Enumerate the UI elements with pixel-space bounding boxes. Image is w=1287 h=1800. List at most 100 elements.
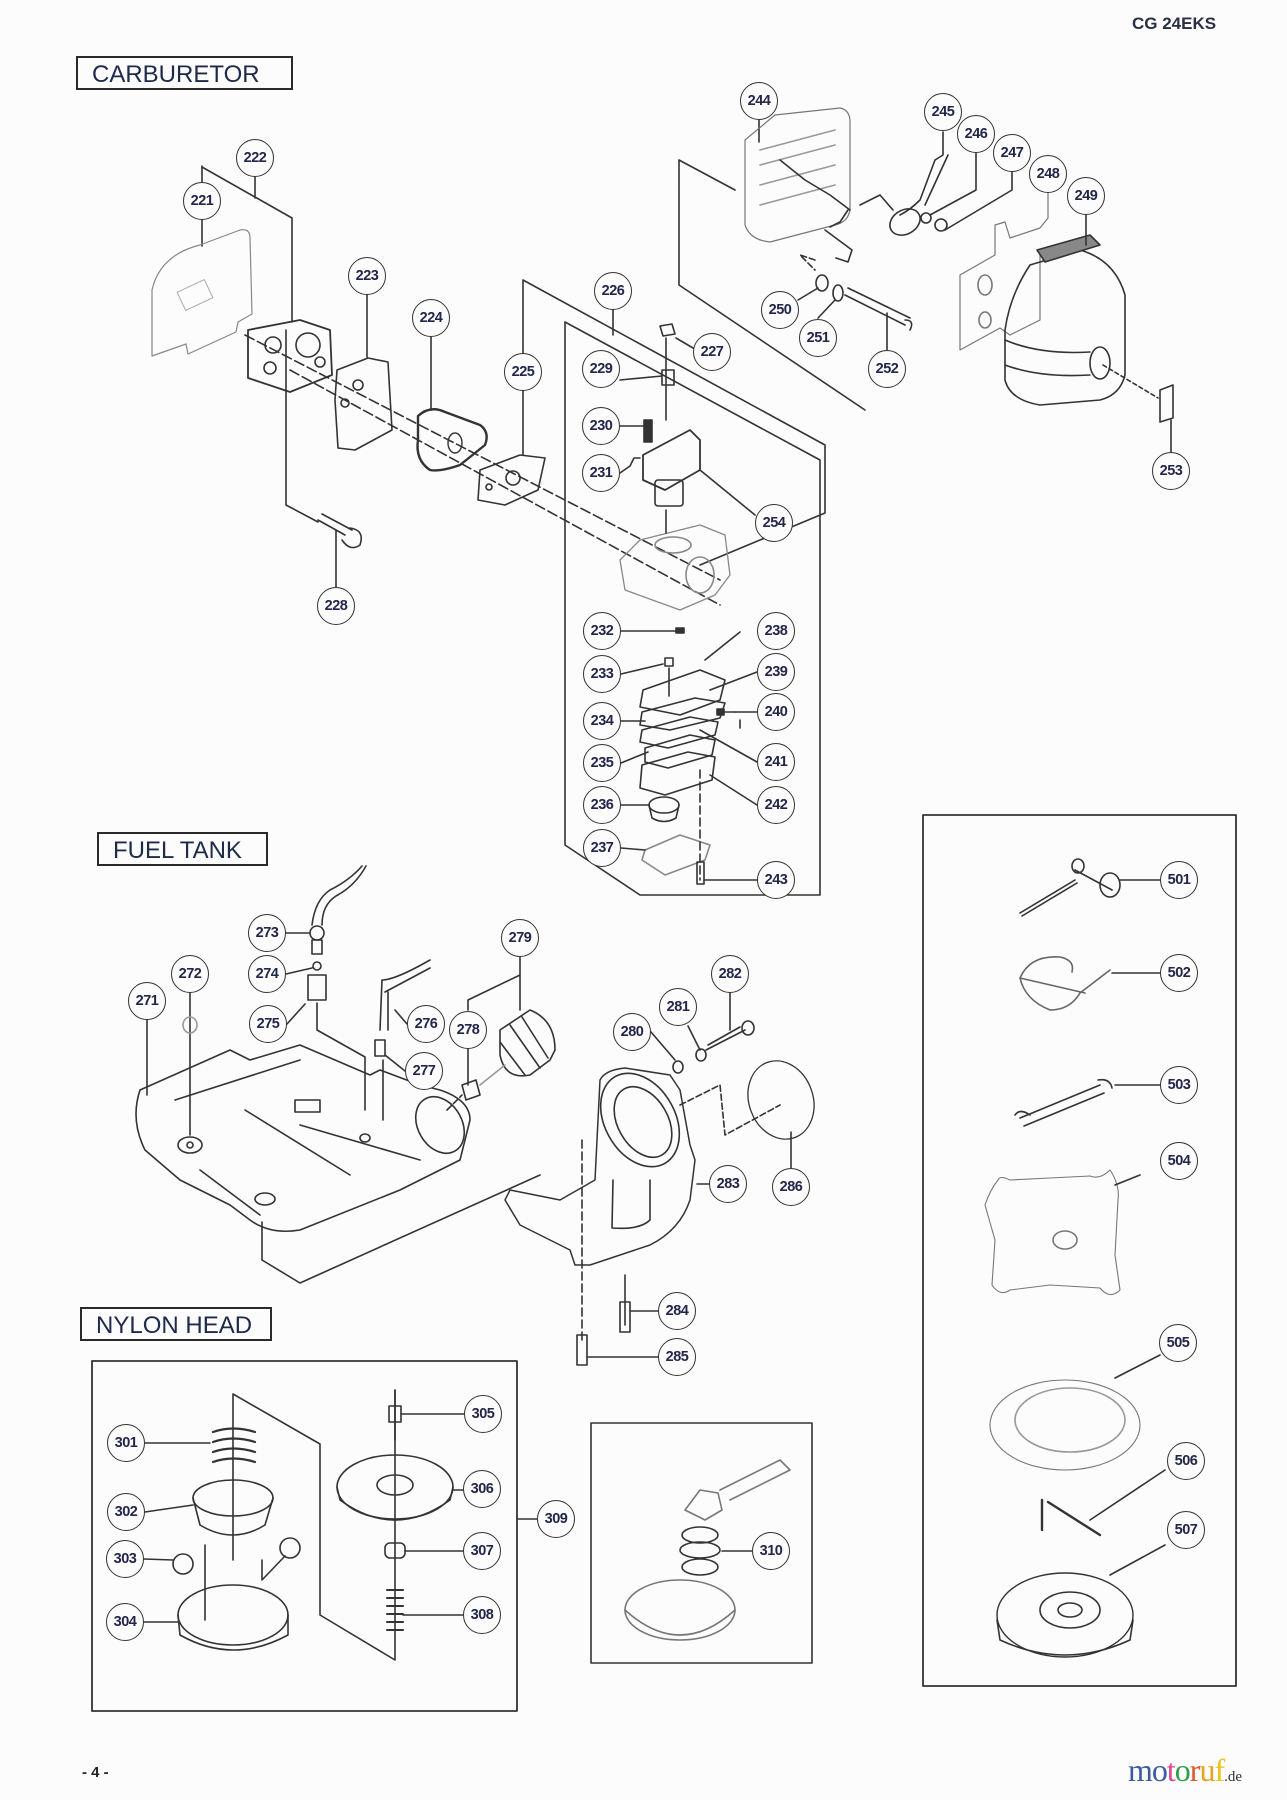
callout-233: 233 (583, 655, 621, 693)
bracket-222 (201, 166, 293, 323)
callout-235: 235 (583, 744, 621, 782)
callout-304: 304 (106, 1603, 144, 1641)
callout-228: 228 (317, 587, 355, 625)
callout-247: 247 (993, 134, 1031, 172)
watermark-letter: o (1174, 1752, 1191, 1788)
callout-224: 224 (412, 299, 450, 337)
plate-221 (151, 229, 253, 357)
section-title-carburetor: CARBURETOR (76, 56, 293, 90)
cap-227 (659, 323, 676, 337)
bolt-228 (317, 513, 363, 549)
hex-key-506 (1040, 1498, 1102, 1537)
callout-236: 236 (583, 786, 621, 824)
watermark-suffix: .de (1224, 1769, 1243, 1785)
return-hose-276 (379, 959, 431, 1031)
callout-507: 507 (1167, 1511, 1205, 1549)
gasket-225 (477, 454, 546, 506)
callout-239: 239 (757, 653, 795, 691)
callout-504: 504 (1160, 1142, 1198, 1180)
clip-253 (1159, 384, 1174, 423)
blade-holder-box (590, 1422, 813, 1664)
callout-227: 227 (693, 333, 731, 371)
section-title-fuel-tank: FUEL TANK (97, 832, 268, 866)
bolt-252 (844, 287, 911, 326)
callout-222: 222 (236, 139, 274, 177)
callout-281: 281 (659, 988, 697, 1026)
accessories-box (922, 814, 1237, 1687)
cap-236 (648, 796, 680, 814)
callout-286: 286 (772, 1168, 810, 1206)
watermark-letter: t (1166, 1752, 1176, 1788)
fuel-hose-273 (311, 865, 367, 926)
callout-250: 250 (761, 291, 799, 329)
air-filter-244 (744, 107, 851, 243)
callout-225: 225 (504, 353, 542, 391)
callout-309: 309 (537, 1500, 575, 1538)
plug-wrench-501 (1019, 869, 1113, 917)
callout-280: 280 (613, 1013, 651, 1051)
guard-505 (989, 1379, 1141, 1471)
callout-275: 275 (249, 1005, 287, 1043)
carburetor-body (619, 524, 731, 611)
callout-274: 274 (248, 955, 286, 993)
callout-285: 285 (658, 1338, 696, 1376)
callout-307: 307 (463, 1532, 501, 1570)
washer-280 (672, 1060, 684, 1074)
callout-278: 278 (449, 1011, 487, 1049)
callout-282: 282 (711, 955, 749, 993)
callout-232: 232 (583, 612, 621, 650)
lever-245 (899, 131, 949, 216)
callout-306: 306 (463, 1470, 501, 1508)
callout-501: 501 (1160, 861, 1198, 899)
callout-503: 503 (1160, 1066, 1198, 1104)
bracket-nylon (232, 1389, 396, 1661)
callout-246: 246 (957, 115, 995, 153)
callout-506: 506 (1167, 1442, 1205, 1480)
watermark-logo: motoruf.de (1128, 1752, 1242, 1789)
callout-245: 245 (924, 93, 962, 131)
bracket-225 (522, 279, 826, 566)
bolt-282 (705, 1026, 746, 1051)
watermark-letter: u (1199, 1752, 1215, 1788)
blade-holder-310 (684, 1459, 791, 1521)
watermark-letter: r (1189, 1752, 1201, 1788)
washer-250 (815, 274, 829, 292)
callout-253: 253 (1152, 452, 1190, 490)
callout-244: 244 (740, 82, 778, 120)
callout-301: 301 (107, 1424, 145, 1462)
callout-231: 231 (582, 454, 620, 492)
filter-278 (461, 1079, 481, 1101)
pulley-507 (996, 1572, 1134, 1658)
callout-252: 252 (868, 350, 906, 388)
callout-283: 283 (709, 1165, 747, 1203)
gasket-223 (334, 357, 393, 451)
tank-neck (414, 1095, 466, 1155)
callout-221: 221 (183, 182, 221, 220)
spring-301 (211, 1427, 257, 1464)
callout-279: 279 (501, 919, 539, 957)
callout-284: 284 (658, 1292, 696, 1330)
callout-234: 234 (583, 702, 621, 740)
callout-251: 251 (799, 319, 837, 357)
callout-271: 271 (128, 982, 166, 1020)
callout-242: 242 (757, 786, 795, 824)
watermark-letter: o (1151, 1752, 1168, 1788)
callout-240: 240 (757, 693, 795, 731)
callout-505: 505 (1159, 1324, 1197, 1362)
callout-302: 302 (107, 1493, 145, 1531)
guard-283 (504, 1067, 696, 1266)
cap-279 (499, 1009, 556, 1077)
gasket-237 (641, 834, 711, 876)
callout-305: 305 (464, 1395, 502, 1433)
callout-238: 238 (757, 612, 795, 650)
leader-228-line (285, 329, 319, 523)
housing-304 (177, 1584, 289, 1646)
adapter-222 (247, 319, 333, 393)
spring-308 (386, 1589, 404, 1631)
callout-303: 303 (106, 1540, 144, 1578)
spanner-503 (1019, 1084, 1105, 1127)
safety-glasses-502 (1019, 956, 1111, 1011)
callout-272: 272 (171, 955, 209, 993)
callout-254: 254 (755, 504, 793, 542)
